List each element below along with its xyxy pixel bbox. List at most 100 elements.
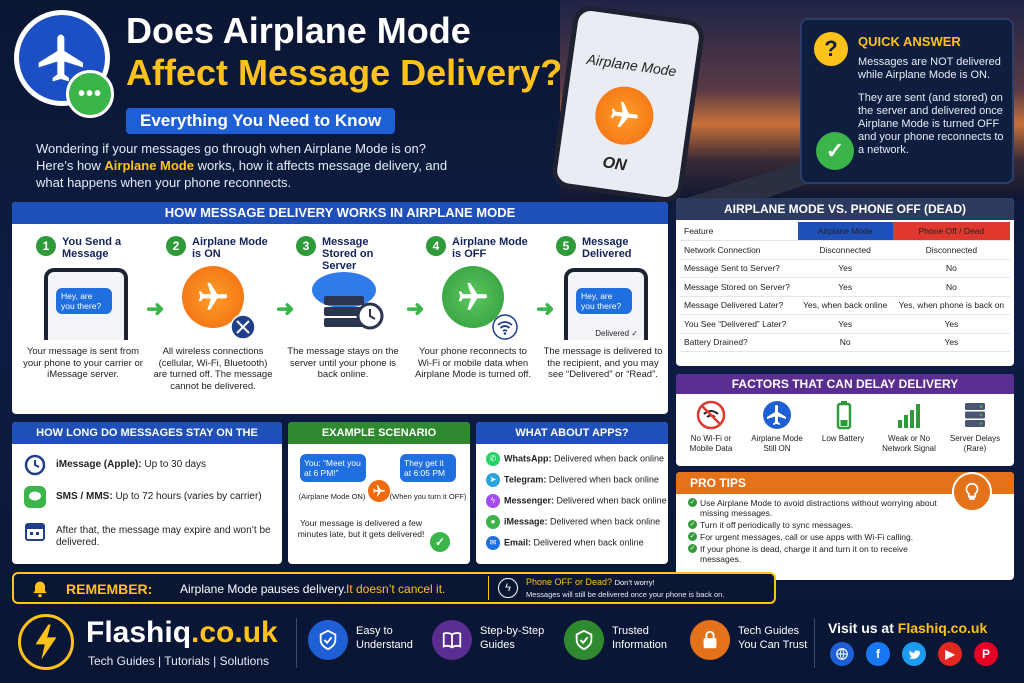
message-bubble: Hey, are you there? (576, 288, 632, 314)
remember-side-title: Phone OFF or Dead? Don’t worry! (526, 577, 655, 587)
app-name: Email: (504, 537, 532, 548)
intro-part1: Wondering if your messages go through wh… (36, 141, 426, 173)
step-5: 5 Message Delivered Hey, are you there? … (542, 232, 664, 410)
twitter-icon[interactable] (902, 642, 926, 666)
factors-heading: FACTORS THAT CAN DELAY DELIVERY (676, 374, 1014, 394)
factor-low-battery: Low Battery (810, 400, 876, 444)
table-cell: Yes, when phone is back on (892, 296, 1010, 315)
feature-line2: Information (612, 639, 668, 651)
badge-check-icon (564, 620, 604, 660)
remember-text: Airplane Mode pauses delivery. (180, 582, 347, 596)
step-number: 4 (426, 236, 446, 256)
server-heading: HOW LONG DO MESSAGES STAY ON THE SERVER? (12, 422, 282, 461)
comparison-table: Feature Airplane Mode Phone Off / Dead N… (680, 222, 1010, 352)
feature-line2: You Can Trust (738, 639, 808, 651)
step-description: Your phone reconnects to Wi-Fi or mobile… (414, 346, 531, 380)
battery-icon (828, 400, 858, 430)
table-cell: Message Delivered Later? (680, 296, 798, 315)
no-signal-icon (230, 314, 256, 340)
feature-line2: Guides (480, 639, 515, 651)
step-description: The message stays on the server until yo… (287, 346, 399, 380)
app-name: iMessage: (504, 516, 548, 527)
lightning-logo-icon (18, 614, 74, 670)
divider (488, 576, 489, 600)
phone-status-on: ON (601, 154, 628, 175)
factor-label: Airplane Mode Still ON (751, 434, 803, 453)
step-title: Message Delivered (582, 236, 632, 260)
delivery-steps-panel: HOW MESSAGE DELIVERY WORKS IN AIRPLANE M… (12, 202, 668, 414)
step-description: The message is delivered to the recipien… (543, 346, 663, 380)
apps-heading: WHAT ABOUT APPS? (476, 422, 668, 444)
youtube-icon[interactable]: ▶ (938, 642, 962, 666)
factor-label: Low Battery (821, 434, 865, 443)
factor-label: Weak or No Network Signal (882, 434, 936, 453)
table-cell: Battery Drained? (680, 333, 798, 352)
table-cell: Disconnected (892, 240, 1010, 260)
airplane-icon (368, 480, 390, 502)
step-title: Airplane Mode is OFF (452, 236, 528, 260)
no-wifi-icon (696, 400, 726, 430)
delay-factors-panel: FACTORS THAT CAN DELAY DELIVERY No Wi-Fi… (676, 374, 1014, 466)
table-cell: Disconnected (797, 240, 893, 260)
pinterest-icon[interactable]: P (974, 642, 998, 666)
bell-icon (33, 581, 47, 598)
list-item: Use Airplane Mode to avoid distractions … (688, 498, 948, 518)
imessage-icon: ● (486, 515, 500, 529)
message-bubble-icon: ••• (66, 70, 114, 118)
check-icon: ✓ (430, 532, 450, 552)
tips-heading: PRO TIPS (676, 472, 1014, 494)
comparison-heading: AIRPLANE MODE VS. PHONE OFF (DEAD) (676, 198, 1014, 220)
feature-line1: Step-by-Step (480, 625, 545, 637)
intro-part2: works, how it affects message delivery, … (36, 158, 448, 190)
app-status: Delivered when back online (546, 474, 659, 485)
server-icon (960, 400, 990, 430)
visit-prefix: Visit us at (828, 620, 898, 636)
table-cell: Network Connection (680, 240, 798, 260)
footer-tagline: Tech Guides | Tutorials | Solutions (88, 654, 269, 668)
step-number: 3 (296, 236, 316, 256)
quick-answer-text2: They are sent (and stored) on the server… (858, 92, 1004, 156)
received-caption: (When you turn it OFF) (389, 492, 467, 501)
step-number: 5 (556, 236, 576, 256)
table-cell: Yes, when back online (797, 296, 893, 315)
sms-bubble-icon (24, 486, 46, 508)
app-status: Delivered when back online (547, 516, 661, 527)
intro-text: Wondering if your messages go through wh… (36, 140, 456, 191)
table-header-row: Feature Airplane Mode Phone Off / Dead (680, 222, 1010, 241)
messenger-icon: ϟ (486, 494, 500, 508)
table-cell: Yes (797, 314, 893, 334)
app-row-whatsapp: ✆WhatsApp: Delivered when back online (486, 452, 664, 466)
step-4: 4 Airplane Mode is OFF Your phone reconn… (412, 232, 534, 410)
facebook-icon[interactable]: f (866, 642, 890, 666)
quick-answer-panel: ? QUICK ANSWER Messages are NOT delivere… (800, 18, 1014, 184)
list-item: If your phone is dead, charge it and tur… (688, 544, 948, 564)
lightbulb-icon (952, 472, 992, 512)
globe-icon[interactable] (830, 642, 854, 666)
scenario-heading: EXAMPLE SCENARIO (288, 422, 470, 444)
side-title-tail: Don’t worry! (614, 578, 655, 587)
column-header: Phone Off / Dead (892, 222, 1010, 241)
wifi-icon (492, 314, 518, 340)
brand-main: Flashiq (86, 616, 192, 649)
delivered-label: Delivered ✓ (595, 329, 638, 338)
feature-line1: Tech Guides (738, 625, 800, 637)
app-status: Delivered when back online (554, 495, 667, 506)
step-number: 2 (166, 236, 186, 256)
signal-bars-icon (894, 400, 924, 430)
page-title-line2: Affect Message Delivery? (126, 52, 563, 93)
side-title-text: Phone OFF or Dead? (526, 577, 613, 587)
book-icon (432, 620, 472, 660)
arrow-right-icon: ➜ (146, 296, 165, 321)
telegram-icon: ➤ (486, 473, 500, 487)
app-status: Delivered when back online (531, 537, 644, 548)
divider (296, 618, 297, 668)
app-name: Telegram: (504, 474, 547, 485)
question-icon: ? (814, 32, 848, 66)
divider (814, 618, 815, 668)
imessage-duration: Up to 30 days (141, 459, 207, 470)
visit-site-link[interactable]: Flashiq.co.uk (897, 620, 988, 636)
